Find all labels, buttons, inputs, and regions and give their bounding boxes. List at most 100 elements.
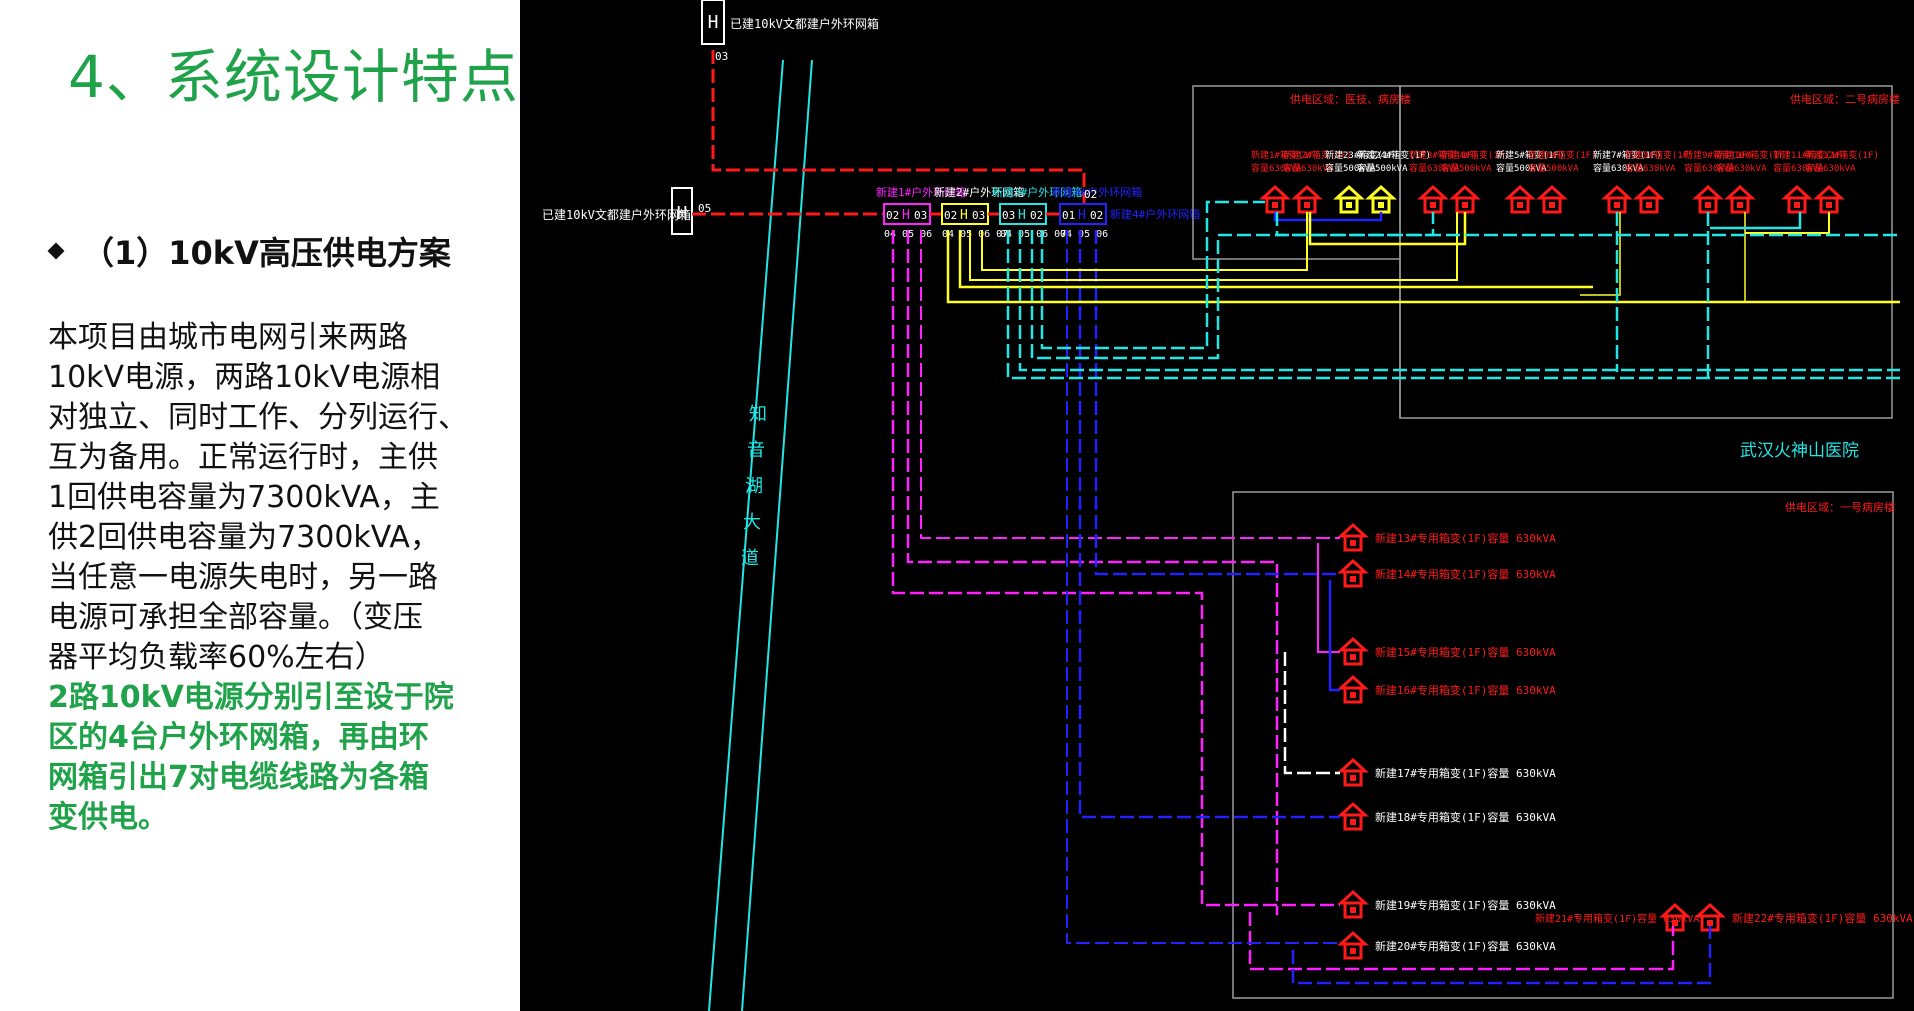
transformer-capacity: 容量630kVA (1773, 162, 1824, 174)
house-roof (1781, 184, 1813, 200)
transformer-capacity: 容量630kVA (1625, 162, 1676, 174)
transformer-label: 新建15#专用箱变(1F)容量 630kVA (1375, 645, 1556, 659)
house-roof (1601, 184, 1633, 200)
house-body (1787, 196, 1807, 214)
hospital-name-label: 武汉火神山医院 (1740, 441, 1859, 461)
cable-blue (1273, 212, 1383, 222)
transformer-icon (1504, 184, 1536, 214)
ring-main-unit-symbol: H (960, 208, 968, 223)
body-line: 供2回供电容量为7300kVA， (48, 520, 440, 555)
transformer-icon (1417, 184, 1449, 214)
house-roof (1337, 889, 1369, 905)
house-body (1730, 196, 1750, 214)
ring-main-unit-port: 02 (944, 209, 957, 222)
transformer-label: 新建24#箱变(1F) (1357, 149, 1431, 161)
transformer-label: 新建9#箱变(1F) (1684, 149, 1753, 161)
transformer-icon (1337, 558, 1369, 588)
transformer-icon (1633, 184, 1665, 214)
house-core (1346, 202, 1352, 208)
ring-main-unit-out-ports: 04 05 06 07 (942, 229, 1008, 240)
road-label-char: 大 (743, 512, 761, 533)
cable-cyan (1040, 200, 1265, 350)
transformer-label: 新建18#专用箱变(1F)容量 630kVA (1375, 810, 1556, 824)
house-core (1672, 920, 1678, 926)
house-core (1350, 948, 1356, 954)
house-core (1350, 576, 1356, 582)
house-core (1378, 202, 1384, 208)
house-core (1350, 775, 1356, 781)
cable-blue (1328, 580, 1340, 692)
house-roof (1504, 184, 1536, 200)
transformer-label: 新建3#箱变(1F) (1409, 149, 1478, 161)
ring-main-unit-port: 03 (914, 209, 927, 222)
cable-blue (1066, 230, 1340, 944)
cable-cyan (1710, 212, 1802, 230)
house-core (1350, 654, 1356, 660)
transformer-capacity: 容量500kVA (1357, 162, 1408, 174)
body-line: 对独立、同时工作、分列运行、 (48, 400, 468, 435)
road-label-char: 音 (747, 440, 765, 461)
ring-main-unit-symbol: H (1078, 208, 1086, 223)
house-body (1343, 534, 1363, 552)
ring-main-unit-port: 02 (1090, 209, 1103, 222)
transformer-icon (1291, 184, 1323, 214)
body-line: 本项目由城市电网引来两路 (48, 320, 408, 355)
house-core (1737, 202, 1743, 208)
house-core (1794, 202, 1800, 208)
cable-yellow (946, 230, 1900, 304)
transformer-icon (1692, 184, 1724, 214)
house-core (1304, 202, 1310, 208)
transformer-icon (1333, 184, 1365, 214)
transformer-icon (1659, 902, 1691, 932)
cable-cyan (1275, 212, 1435, 237)
transformer-icon (1449, 184, 1481, 214)
cable-yellow (1308, 212, 1467, 246)
house-body (1639, 196, 1659, 214)
transformer-icon (1601, 184, 1633, 214)
cable-magenta (920, 230, 1340, 539)
house-roof (1337, 801, 1369, 817)
cable-cyan (1018, 230, 1900, 372)
transformer-icon (1337, 636, 1369, 666)
diamond-bullet-icon (47, 242, 65, 260)
transformer-icon (1337, 801, 1369, 831)
source-label-1: 已建10kV文都建户外环网箱 (730, 16, 879, 31)
highlight-line: 网箱引出7对电缆线路为各箱 (48, 760, 429, 795)
transformer-capacity: 容量630kVA (1593, 162, 1644, 174)
body-line: 当任意一电源失电时，另一路 (48, 560, 438, 595)
road-edge-line (708, 59, 784, 1011)
transformer-icon (1337, 930, 1369, 960)
source-port-label: 03 (715, 50, 728, 63)
transformer-icon (1337, 757, 1369, 787)
transformer-label: 新建1#箱变(1F) (1251, 149, 1320, 161)
road-label-char: 知 (749, 404, 767, 425)
transformer-label: 新建12#箱变(1F) (1805, 149, 1879, 161)
house-core (1614, 202, 1620, 208)
transformer-capacity: 容量500kVA (1441, 162, 1492, 174)
ring-main-unit-name: 新建4#户外环网箱 (1110, 207, 1200, 221)
transformer-capacity: 容量500kVA (1528, 162, 1579, 174)
body-line: 互为备用。正常运行时，主供 (48, 440, 438, 475)
ring-main-unit-port: 03 (1002, 209, 1015, 222)
house-roof (1337, 522, 1369, 538)
house-body (1343, 648, 1363, 666)
source-switch-symbol: H (708, 12, 719, 33)
house-body (1542, 196, 1562, 214)
ring-main-unit-port: 01 (1062, 209, 1075, 222)
cable-magenta (906, 230, 1279, 915)
cable-yellow (969, 212, 1458, 281)
highlight-line: 区的4台户外环网箱，再由环 (48, 720, 429, 755)
transformer-icon (1813, 184, 1845, 214)
cable-blue (1291, 926, 1712, 985)
transformer-label: 新建5#箱变(1F) (1496, 149, 1565, 161)
ring-main-unit-name: 新建3#户外环网箱 (992, 185, 1082, 199)
transformer-label: 新建10#箱变(1F) (1716, 149, 1790, 161)
zone-frame-lower (1232, 491, 1894, 999)
transformer-capacity: 容量630kVA (1684, 162, 1735, 174)
source-switch-box-2 (671, 187, 693, 235)
ring-main-unit-port: 02 (1084, 188, 1097, 201)
transformer-label: 新建21#专用箱变(1F)容量 630kVA (1535, 912, 1699, 925)
transformer-capacity: 容量630kVA (1805, 162, 1856, 174)
